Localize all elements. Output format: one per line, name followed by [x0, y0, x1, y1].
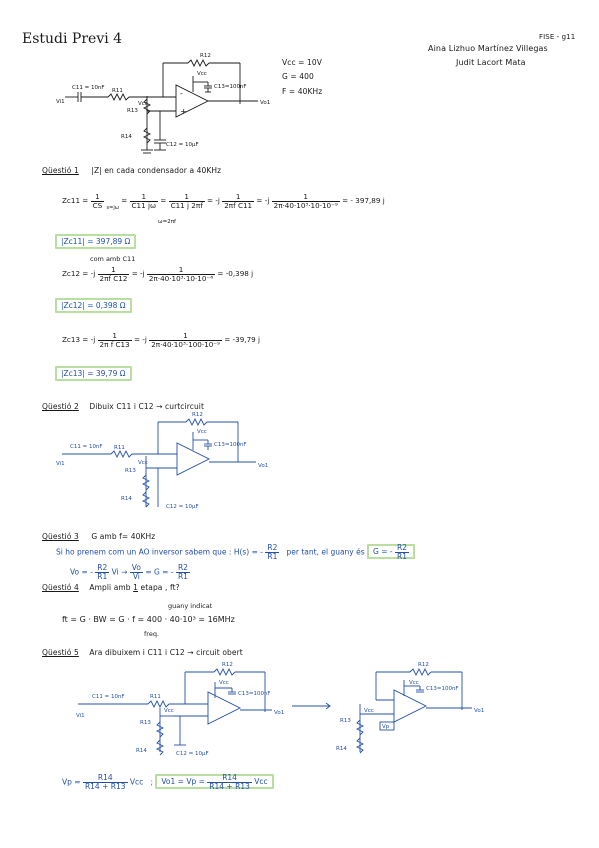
label-c13: C13=100nF [214, 84, 247, 90]
svg-text:Vo1: Vo1 [474, 708, 484, 714]
svg-text:C11 = 10nF: C11 = 10nF [70, 444, 103, 450]
param-gain: G = 400 [282, 72, 314, 81]
svg-text:Vcc: Vcc [164, 708, 174, 714]
svg-text:R11: R11 [150, 694, 161, 700]
svg-text:Vcc: Vcc [219, 680, 229, 686]
svg-text:C11 = 10nF: C11 = 10nF [92, 694, 125, 700]
label-r13: R13 [127, 108, 138, 114]
svg-text:R12: R12 [222, 662, 233, 668]
svg-text:R14: R14 [336, 746, 347, 752]
svg-text:C12 = 10μF: C12 = 10μF [166, 504, 199, 510]
svg-text:C12 = 10μF: C12 = 10μF [176, 751, 209, 757]
svg-text:C13=100nF: C13=100nF [238, 691, 271, 697]
svg-text:R14: R14 [136, 748, 147, 754]
q4-heading: Qüestió 4 [42, 583, 79, 592]
freq-note: freq. [144, 630, 160, 638]
param-frequency: F = 40KHz [282, 87, 323, 96]
author-1: Aina Lizhuo Martínez Villegas [428, 44, 548, 53]
svg-text:R12: R12 [418, 662, 429, 668]
svg-text:Vcc: Vcc [197, 429, 207, 435]
svg-text:Vcc: Vcc [409, 680, 419, 686]
result-box-zc13: |Zc13| = 39,79 Ω [55, 366, 132, 381]
label-vcc-2: Vcc [138, 101, 148, 107]
svg-text:R13: R13 [340, 718, 351, 724]
label-vi: Vi1 [56, 99, 65, 105]
svg-text:R13: R13 [125, 468, 136, 474]
svg-text:R14: R14 [121, 496, 132, 502]
svg-text:Vp: Vp [382, 724, 390, 730]
label-r12: R12 [200, 53, 211, 59]
svg-text:Vo1: Vo1 [258, 463, 268, 469]
group-code: FISE - g11 [539, 33, 576, 41]
svg-text:C13=100nF: C13=100nF [426, 686, 459, 692]
page-title: Estudi Previ 4 [22, 31, 123, 47]
author-2: Judit Lacort Mata [456, 58, 526, 67]
svg-text:+: + [180, 107, 187, 116]
svg-text:Vi1: Vi1 [76, 713, 85, 719]
label-r11: R11 [112, 88, 123, 94]
svg-text:R11: R11 [114, 445, 125, 451]
q5-text: Ara dibuixem i C11 i C12 → circuit obert [89, 648, 243, 657]
q1-heading: Qüestió 1 [42, 166, 79, 175]
svg-text:Vo1: Vo1 [274, 710, 284, 716]
svg-text:C13=100nF: C13=100nF [214, 442, 247, 448]
q2-heading: Qüestió 2 [42, 402, 79, 411]
q3-text: G amb f= 40KHz [91, 532, 156, 541]
q5-heading: Qüestió 5 [42, 648, 79, 657]
amb-note: com amb C11 [90, 255, 136, 263]
label-vcc: Vcc [197, 71, 207, 77]
q3-heading: Qüestió 3 [42, 532, 79, 541]
q3-heading-row: Qüestió 3 G amb f= 40KHz [42, 532, 155, 541]
label-c12: C12 = 10μF [166, 142, 199, 148]
q3-line1: Si ho prenem com un AO inversor sabem qu… [56, 544, 415, 561]
svg-text:Vcc: Vcc [138, 460, 148, 466]
svg-text:R13: R13 [140, 720, 151, 726]
result-box-zc12: |Zc12| = 0,398 Ω [55, 298, 132, 313]
q1-text: |Z| en cada condensador a 40KHz [91, 166, 222, 175]
q5-heading-row: Qüestió 5 Ara dibuixem i C11 i C12 → cir… [42, 648, 243, 657]
label-vo: Vo1 [260, 100, 270, 106]
svg-text:-: - [180, 89, 183, 98]
guany-note: guany indicat [168, 602, 213, 610]
eq-zc11-lhs: Zc11 = [62, 196, 89, 206]
label-c11: C11 = 10nF [72, 85, 105, 91]
ft-equation: ft = G · BW = G · f = 400 · 40·10³ = 16M… [62, 615, 235, 624]
svg-text:Vi1: Vi1 [56, 461, 65, 467]
result-box-zc11: |Zc11| = 397,89 Ω [55, 234, 137, 249]
svg-text:R12: R12 [192, 412, 203, 418]
q2-heading-row: Qüestió 2 Dibuix C11 i C12 → curtcircuit [42, 402, 204, 411]
q1-heading-row: Qüestió 1 |Z| en cada condensador a 40KH… [42, 166, 221, 175]
omega-note: ω=2πf [158, 219, 176, 225]
q2-text: Dibuix C11 i C12 → curtcircuit [89, 402, 205, 411]
param-vcc: Vcc = 10V [282, 58, 323, 67]
label-r14: R14 [121, 134, 132, 140]
q4-heading-row: Qüestió 4 Ampli amb 1 etapa , ft? [42, 583, 180, 592]
svg-text:Vcc: Vcc [364, 708, 374, 714]
